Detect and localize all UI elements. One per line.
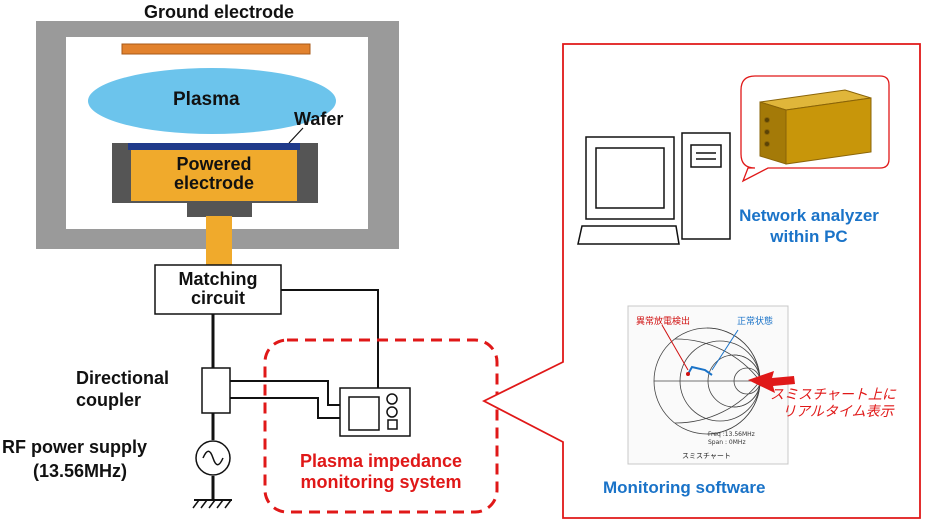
network-analyzer-box bbox=[759, 89, 872, 165]
plasma-label: Plasma bbox=[173, 89, 240, 110]
plasma-cloud bbox=[88, 68, 336, 134]
powered-electrode-label: Powered electrode bbox=[173, 154, 255, 193]
impedance-monitor-device bbox=[339, 387, 411, 437]
directional-coupler-label: Directional coupler bbox=[76, 368, 170, 410]
pc-icon bbox=[577, 132, 731, 245]
monitoring-system-highlight bbox=[263, 338, 499, 514]
abnormal-discharge-label: 異常放電検出 bbox=[636, 317, 691, 327]
smith-chart-caption: スミスチャート bbox=[682, 452, 731, 460]
directional-coupler-box bbox=[201, 367, 231, 414]
matching-circuit-label: Matching circuit bbox=[178, 269, 258, 308]
freq-readout: Freq :13.56MHz bbox=[708, 431, 755, 438]
sine-wave bbox=[202, 450, 224, 466]
smith-chart-markers bbox=[661, 324, 739, 376]
rf-power-supply-label: RF power supply bbox=[2, 437, 148, 457]
wafer-label: Wafer bbox=[294, 109, 344, 129]
signal-wires bbox=[230, 289, 379, 419]
realtime-annotation-line2: リアルタイム表示 bbox=[782, 404, 894, 420]
ground-electrode-plate bbox=[121, 43, 311, 55]
span-readout: Span : 0MHz bbox=[708, 439, 746, 446]
realtime-annotation-line1: スミスチャート上に bbox=[770, 387, 896, 403]
annotation-arrow bbox=[748, 371, 795, 393]
normal-state-label: 正常状態 bbox=[737, 317, 774, 327]
wafer-leader-line bbox=[288, 127, 304, 144]
ground-symbol bbox=[192, 499, 232, 509]
monitoring-system-label: Plasma impedance monitoring system bbox=[299, 451, 463, 493]
ground-electrode-label: Ground electrode bbox=[143, 2, 295, 22]
feed-rod bbox=[206, 216, 232, 266]
network-analyzer-label: Network analyzer within PC bbox=[739, 206, 879, 246]
rf-frequency-label: (13.56MHz) bbox=[33, 461, 128, 481]
monitoring-software-label: Monitoring software bbox=[603, 478, 766, 497]
electrode-assembly bbox=[112, 143, 318, 217]
